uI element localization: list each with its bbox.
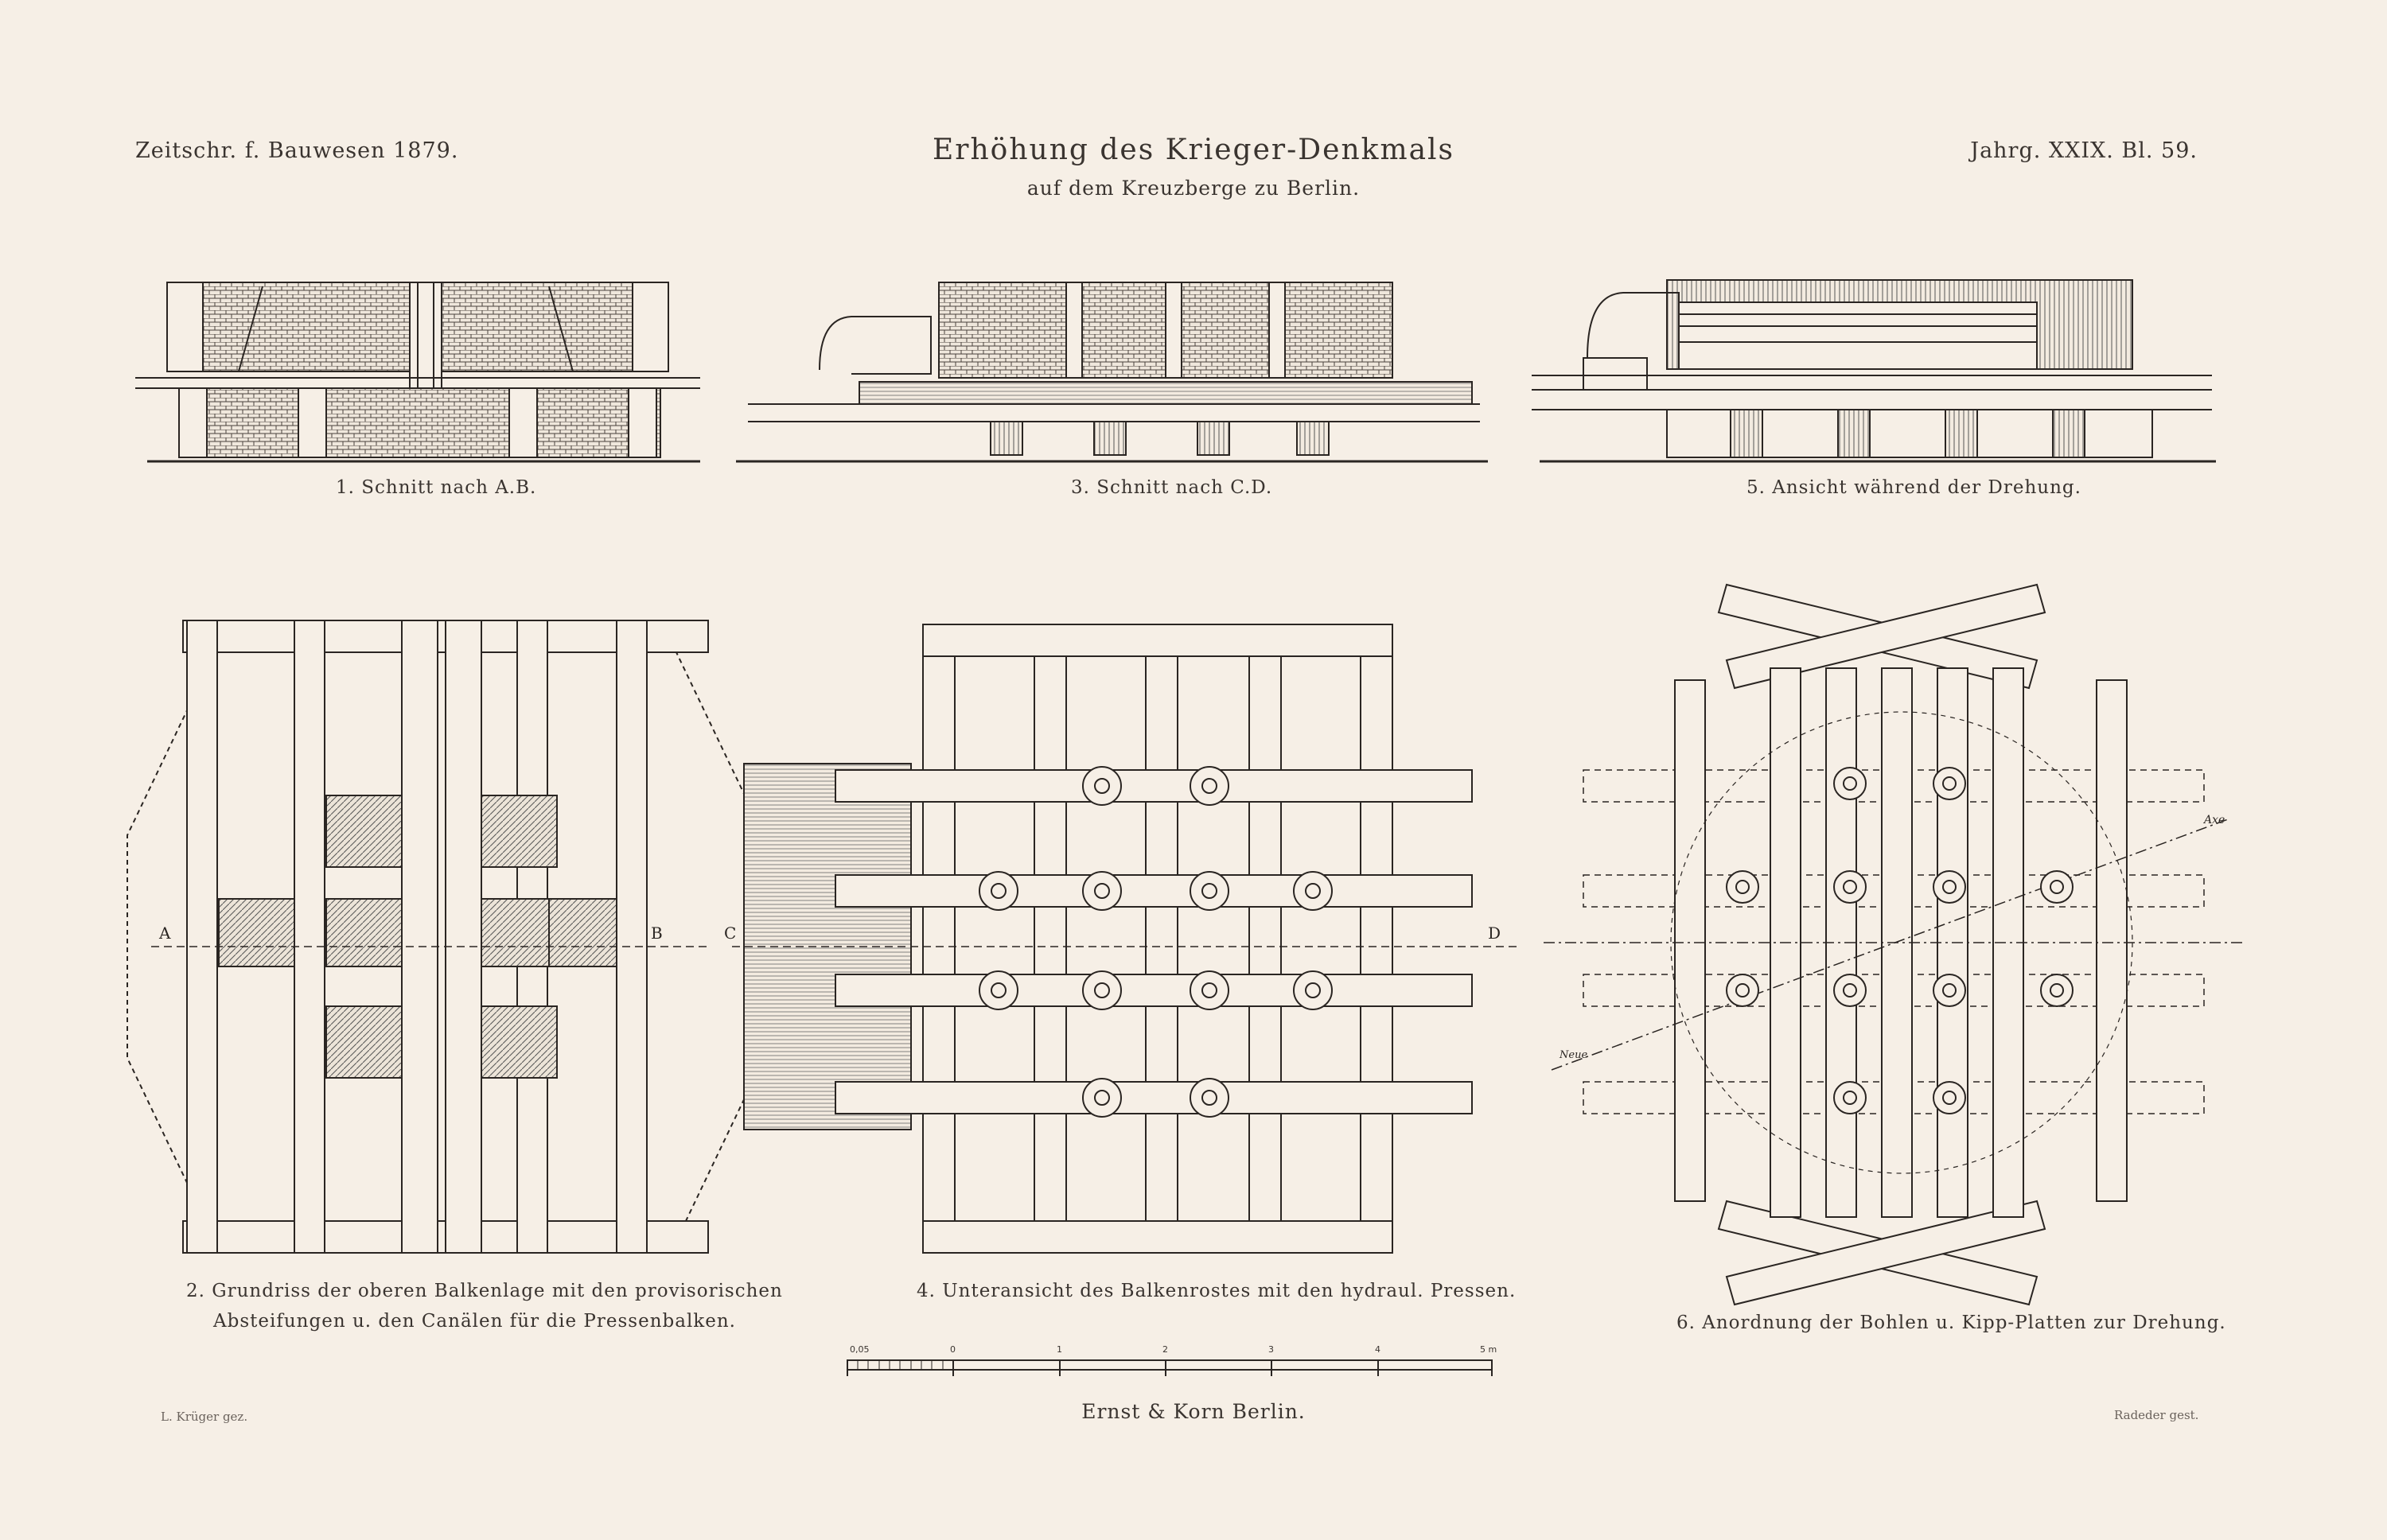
publisher: Ernst & Korn Berlin. bbox=[1081, 1400, 1306, 1423]
section-mark-d: D bbox=[1488, 924, 1501, 943]
section-mark-a: A bbox=[158, 924, 171, 943]
scale-label-3: 2 bbox=[1162, 1344, 1168, 1355]
journal-reference: Zeitschr. f. Bauwesen 1879. bbox=[135, 138, 459, 163]
scale-label-6: 5 m bbox=[1480, 1344, 1497, 1355]
scale-label-2: 1 bbox=[1057, 1344, 1062, 1355]
fig2-plan-upper-beams bbox=[127, 620, 765, 1254]
fig5-view-during-rotation bbox=[1532, 279, 2216, 463]
plate-subtitle: auf dem Kreuzberge zu Berlin. bbox=[1026, 177, 1361, 200]
fig1-caption: 1. Schnitt nach A.B. bbox=[336, 477, 537, 498]
scale-label-5: 4 bbox=[1375, 1344, 1380, 1355]
fig5-caption: 5. Ansicht während der Drehung. bbox=[1746, 477, 2081, 498]
scale-label-1: 0 bbox=[950, 1344, 956, 1355]
volume-reference: Jahrg. XXIX. Bl. 59. bbox=[1970, 138, 2198, 163]
scale-label-4: 3 bbox=[1268, 1344, 1274, 1355]
fig1-section-ab bbox=[135, 282, 700, 463]
drawn-by: L. Krüger gez. bbox=[161, 1410, 248, 1424]
fig4-hydraulic-presses bbox=[979, 766, 1333, 1118]
fig2-caption-line1: 2. Grundriss der oberen Balkenlage mit d… bbox=[186, 1281, 783, 1301]
fig6-tilt-plates bbox=[1726, 767, 2074, 1114]
fig3-caption: 3. Schnitt nach C.D. bbox=[1071, 477, 1273, 498]
fig6-caption: 6. Anordnung der Bohlen u. Kipp-Platten … bbox=[1676, 1312, 2226, 1333]
fig3-section-cd bbox=[736, 282, 1488, 463]
section-mark-c: C bbox=[724, 924, 736, 943]
scale-bar bbox=[847, 1359, 1493, 1376]
axis-label-neue: Neue bbox=[1559, 1049, 1587, 1061]
scale-label-0: 0,05 bbox=[850, 1344, 870, 1355]
plate-title: Erhöhung des Krieger-Denkmals bbox=[932, 134, 1455, 166]
axis-label-axe: Axe bbox=[2202, 814, 2225, 826]
fig6-planks-arrangement bbox=[1544, 583, 2244, 1306]
fig4-caption: 4. Unteransicht des Balkenrostes mit den… bbox=[917, 1281, 1517, 1301]
engraved-by: Radeder gest. bbox=[2114, 1408, 2199, 1422]
fig4-bottom-view-beam-grid bbox=[732, 624, 1520, 1254]
section-mark-b: B bbox=[651, 924, 663, 943]
fig2-caption-line2: Absteifungen u. den Canälen für die Pres… bbox=[213, 1311, 736, 1332]
